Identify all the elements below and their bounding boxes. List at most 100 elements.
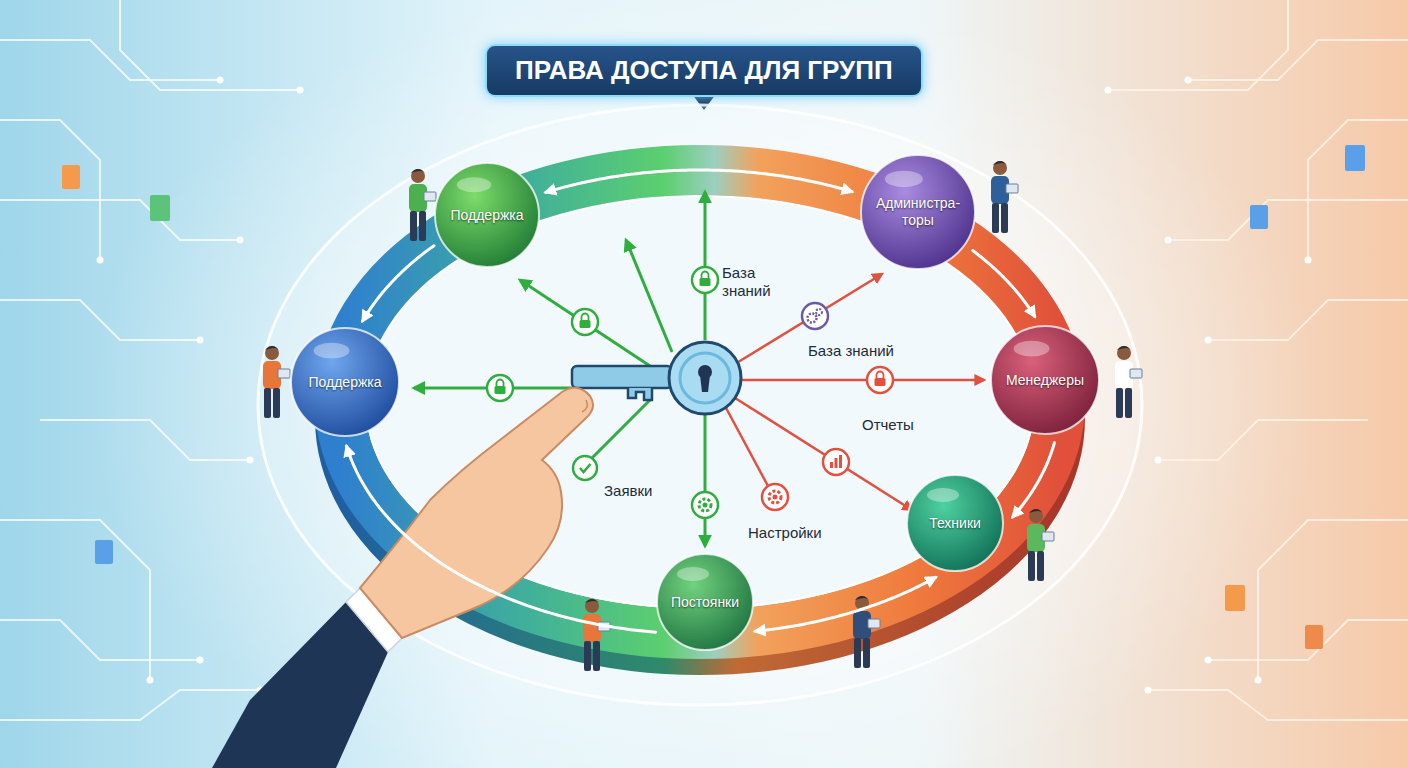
feature-label: База знаний (808, 342, 894, 360)
lock-icon (867, 367, 893, 393)
circuit-dot (1145, 687, 1152, 694)
sphere-highlight (314, 343, 350, 359)
group-circle: Поддержка (289, 326, 401, 438)
sleeve (212, 602, 388, 768)
circuit-dot (97, 257, 104, 264)
group-sphere (435, 163, 539, 267)
group-name: Постоянки (671, 594, 739, 611)
access-arrow (520, 280, 650, 366)
group-circle: Администра- торы (859, 153, 977, 271)
circuit-dot (197, 657, 204, 664)
gear-icon (692, 492, 718, 518)
platform-glow (258, 105, 1142, 705)
document-icon (62, 165, 80, 189)
fingernail (582, 400, 587, 412)
icon-disc (823, 449, 849, 475)
circuit-line (1258, 520, 1408, 680)
background-glow (84, 0, 1324, 768)
feature-label: Отчеты (862, 416, 914, 434)
document-icon (1250, 205, 1268, 229)
circuit-line (1158, 420, 1368, 460)
circuit-dot (247, 457, 254, 464)
circuit-dot (217, 77, 224, 84)
node-text-area: Постоянки (655, 552, 755, 652)
gear-hub (703, 503, 708, 508)
chart-bar (830, 462, 833, 468)
group-sphere (991, 326, 1099, 434)
circuit-lines (0, 0, 300, 720)
icon-disc (573, 456, 597, 480)
document-icon (95, 540, 113, 564)
feature-label: Заявки (604, 482, 652, 500)
circuit-line (0, 300, 200, 340)
circuit-line (1208, 300, 1408, 340)
person-figure (583, 599, 610, 671)
check-icon (573, 456, 597, 480)
key-ring (680, 353, 730, 403)
access-arrow (704, 412, 707, 546)
circuit-dot (1105, 87, 1112, 94)
group-name: Администра- торы (869, 195, 967, 229)
group-name: Поддержка (308, 374, 381, 391)
node-text-area: Администра- торы (859, 153, 977, 271)
node-text-area: Менеджеры (989, 324, 1101, 436)
denied-line (725, 406, 768, 486)
hand (360, 388, 593, 638)
circuit-dot (1205, 657, 1212, 664)
sphere-highlight (1014, 341, 1050, 357)
circuit-line (1148, 690, 1408, 720)
circuit-line (0, 40, 220, 80)
person-figure (1115, 346, 1142, 418)
circuit-line (0, 200, 240, 240)
document-icon (1305, 625, 1323, 649)
icon-disc (692, 492, 718, 518)
chart-bar (835, 458, 838, 468)
group-name: Техники (929, 515, 981, 532)
gear-icon (762, 484, 788, 510)
circuit-line (0, 690, 260, 720)
document-icon (1225, 585, 1245, 611)
gear-teeth (769, 491, 781, 503)
key-teeth (628, 388, 652, 400)
group-circle: Поддержка (433, 161, 541, 269)
gear-teeth (816, 309, 822, 315)
ring-connector (546, 170, 852, 192)
chart-bar (839, 455, 842, 468)
circuit-lines (1108, 0, 1408, 720)
group-name: Поддержка (450, 207, 523, 224)
denied-arrow (735, 398, 912, 510)
gears-icon (802, 303, 828, 329)
circuit-dot (1185, 77, 1192, 84)
icon-disc (802, 303, 828, 329)
access-arrow (626, 240, 672, 352)
gear-teeth (808, 314, 817, 323)
circuit-line (1188, 40, 1408, 80)
circuit-line (0, 520, 150, 680)
access-line (592, 400, 650, 458)
group-circle: Постоянки (655, 552, 755, 652)
sphere-highlight (885, 171, 923, 188)
ring-connector (1013, 443, 1055, 517)
circuit-dot (1155, 457, 1162, 464)
key-shaft (572, 366, 672, 388)
group-circle: Менеджеры (989, 324, 1101, 436)
lock-icon (572, 309, 598, 335)
denied-arrow (742, 379, 984, 382)
key (572, 342, 741, 414)
group-name: Менеджеры (1006, 372, 1084, 389)
circuit-line (120, 0, 300, 90)
circuit-dot (1165, 237, 1172, 244)
circuit-dot (237, 237, 244, 244)
pointing-hand (212, 388, 593, 768)
node-text-area: Техники (905, 473, 1005, 573)
circuit-line (1308, 120, 1408, 260)
icon-disc (762, 484, 788, 510)
person-figure (263, 346, 290, 418)
group-sphere (861, 155, 975, 269)
circuit-dot (297, 87, 304, 94)
group-circle: Техники (905, 473, 1005, 573)
key-bow (669, 342, 741, 414)
lock-icon (487, 375, 513, 401)
